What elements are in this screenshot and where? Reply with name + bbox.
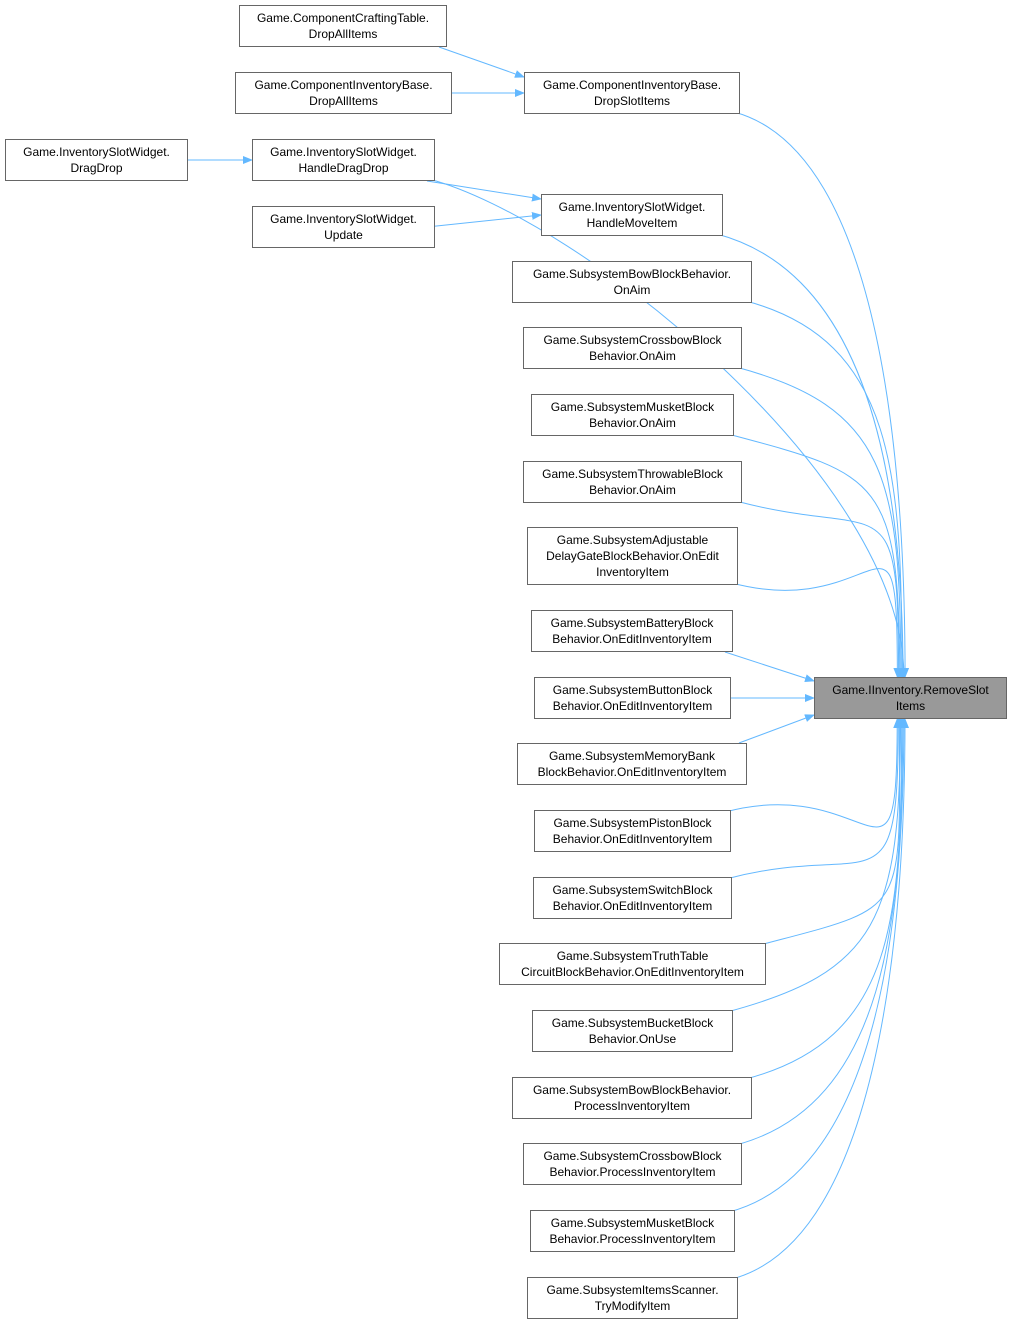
node-label-line: Game.ComponentInventoryBase. <box>254 78 433 92</box>
node-label-line: Game.SubsystemMusketBlock <box>550 1216 715 1230</box>
edge-adjust-to-target <box>731 568 902 678</box>
edge-update-to-handlemove <box>426 211 542 228</box>
edge-memory-to-target <box>738 714 815 744</box>
node-label-line: Game.ComponentCraftingTable. <box>256 11 430 25</box>
node-label-line: HandleMoveItem <box>586 216 678 230</box>
node-label-line: DelayGateBlockBehavior.OnEdit <box>546 549 719 563</box>
node-label-line: Game.IInventory.RemoveSlot <box>832 683 989 697</box>
node-label-line: Behavior.OnEditInventoryItem <box>552 832 713 846</box>
node-label-line: Game.SubsystemBucketBlock <box>551 1016 714 1030</box>
edge-truth-to-target <box>759 718 904 946</box>
node-label-line: InventoryItem <box>596 565 669 579</box>
node-label-line: Behavior.OnEditInventoryItem <box>552 699 713 713</box>
node-label-line: Game.InventorySlotWidget. <box>23 145 170 159</box>
node-label-line: Game.ComponentInventoryBase. <box>542 78 722 92</box>
node-label-line: Game.InventorySlotWidget. <box>270 145 417 159</box>
edge-crossaim-to-target <box>735 366 905 678</box>
caller-node-handledragdrop[interactable]: Game.InventorySlotWidget. HandleDragDrop <box>252 139 435 181</box>
edge-musketaim-to-target <box>727 433 904 678</box>
node-label-line: Game.SubsystemTruthTable <box>556 949 709 963</box>
node-label-line: Game.SubsystemBowBlockBehavior. <box>532 1083 732 1097</box>
node-label-line: Game.InventorySlotWidget. <box>558 200 706 214</box>
node-label-line: HandleDragDrop <box>298 161 389 175</box>
edge-bowproc-to-target <box>745 718 906 1080</box>
node-label-line: Game.SubsystemBatteryBlock <box>550 616 714 630</box>
node-label-line: Behavior.OnAim <box>589 416 676 430</box>
node-label-line: Behavior.ProcessInventoryItem <box>549 1165 716 1179</box>
node-label-line: Game.SubsystemButtonBlock <box>552 683 713 697</box>
node-label-line: DropSlotItems <box>593 94 671 108</box>
node-label-line: ProcessInventoryItem <box>573 1099 691 1113</box>
node-label-line: Game.SubsystemThrowableBlock <box>542 467 723 481</box>
node-label-line: Update <box>324 228 363 242</box>
edge-bucket-to-target <box>726 718 905 1013</box>
edge-craft-to-dropslot <box>438 46 525 78</box>
node-label-line: Game.SubsystemMemoryBank <box>548 749 716 763</box>
caller-node-invdropall[interactable]: Game.ComponentInventoryBase. DropAllItems <box>235 72 452 114</box>
node-label-line: DropAllItems <box>308 27 378 41</box>
node-label-line: DropAllItems <box>309 94 378 108</box>
node-label-line: Behavior.OnAim <box>589 349 676 363</box>
node-label-line: Game.SubsystemCrossbowBlock <box>543 1149 722 1163</box>
node-label-line: Game.InventorySlotWidget. <box>270 212 417 226</box>
caller-node-dropslot[interactable]: Game.ComponentInventoryBase. DropSlotItem… <box>524 72 740 114</box>
node-label-line: Game.SubsystemSwitchBlock <box>552 883 713 897</box>
edge-piston-to-target <box>724 718 902 828</box>
caller-node-update[interactable]: Game.InventorySlotWidget. Update <box>252 206 435 248</box>
edge-dropslot-to-target <box>733 111 910 678</box>
node-label-line: TryModifyItem <box>594 1299 671 1313</box>
node-label-line: Game.SubsystemPistonBlock <box>553 816 712 830</box>
edge-switch-to-target <box>725 718 903 880</box>
node-label-line: Behavior.OnEditInventoryItem <box>552 899 713 913</box>
node-label-line: Behavior.OnUse <box>588 1032 677 1046</box>
node-label-line: OnAim <box>613 283 651 297</box>
node-label-line: Game.SubsystemBowBlockBehavior. <box>532 267 732 281</box>
edge-musketproc-to-target <box>728 718 908 1213</box>
caller-node-handlemove[interactable]: Game.InventorySlotWidget. HandleMoveItem <box>541 194 723 236</box>
node-label-line: Game.SubsystemAdjustable <box>556 533 709 547</box>
node-label-line: Behavior.ProcessInventoryItem <box>549 1232 716 1246</box>
node-label-line: BlockBehavior.OnEditInventoryItem <box>537 765 727 779</box>
caller-node-scanner[interactable]: Game.SubsystemItemsScanner. TryModifyItem <box>527 1277 738 1319</box>
node-label-line: Game.SubsystemMusketBlock <box>550 400 715 414</box>
edge-bowaim-to-target <box>745 300 906 678</box>
node-label-line: Items <box>895 699 926 713</box>
caller-node-dragdrop[interactable]: Game.InventorySlotWidget. DragDrop <box>5 139 188 181</box>
node-label-line: CircuitBlockBehavior.OnEditInventoryItem <box>521 965 744 979</box>
caller-node-craft[interactable]: Game.ComponentCraftingTable. DropAllItems <box>239 5 447 47</box>
node-label-line: Game.SubsystemCrossbowBlock <box>543 333 722 347</box>
edge-throwaim-to-target <box>735 500 903 678</box>
edge-battery-to-target <box>724 651 815 683</box>
edge-crossproc-to-target <box>735 718 907 1146</box>
caller-node-bowproc[interactable]: Game.SubsystemBowBlockBehavior. ProcessIn… <box>512 1077 752 1119</box>
node-label-line: Game.SubsystemItemsScanner. <box>546 1283 719 1297</box>
node-label-line: DragDrop <box>70 161 123 175</box>
node-label-line: Behavior.OnAim <box>589 483 676 497</box>
edge-scanner-to-target <box>731 718 909 1280</box>
node-label-line: Behavior.OnEditInventoryItem <box>552 632 712 646</box>
caller-node-bowaim[interactable]: Game.SubsystemBowBlockBehavior. OnAim <box>512 261 752 303</box>
